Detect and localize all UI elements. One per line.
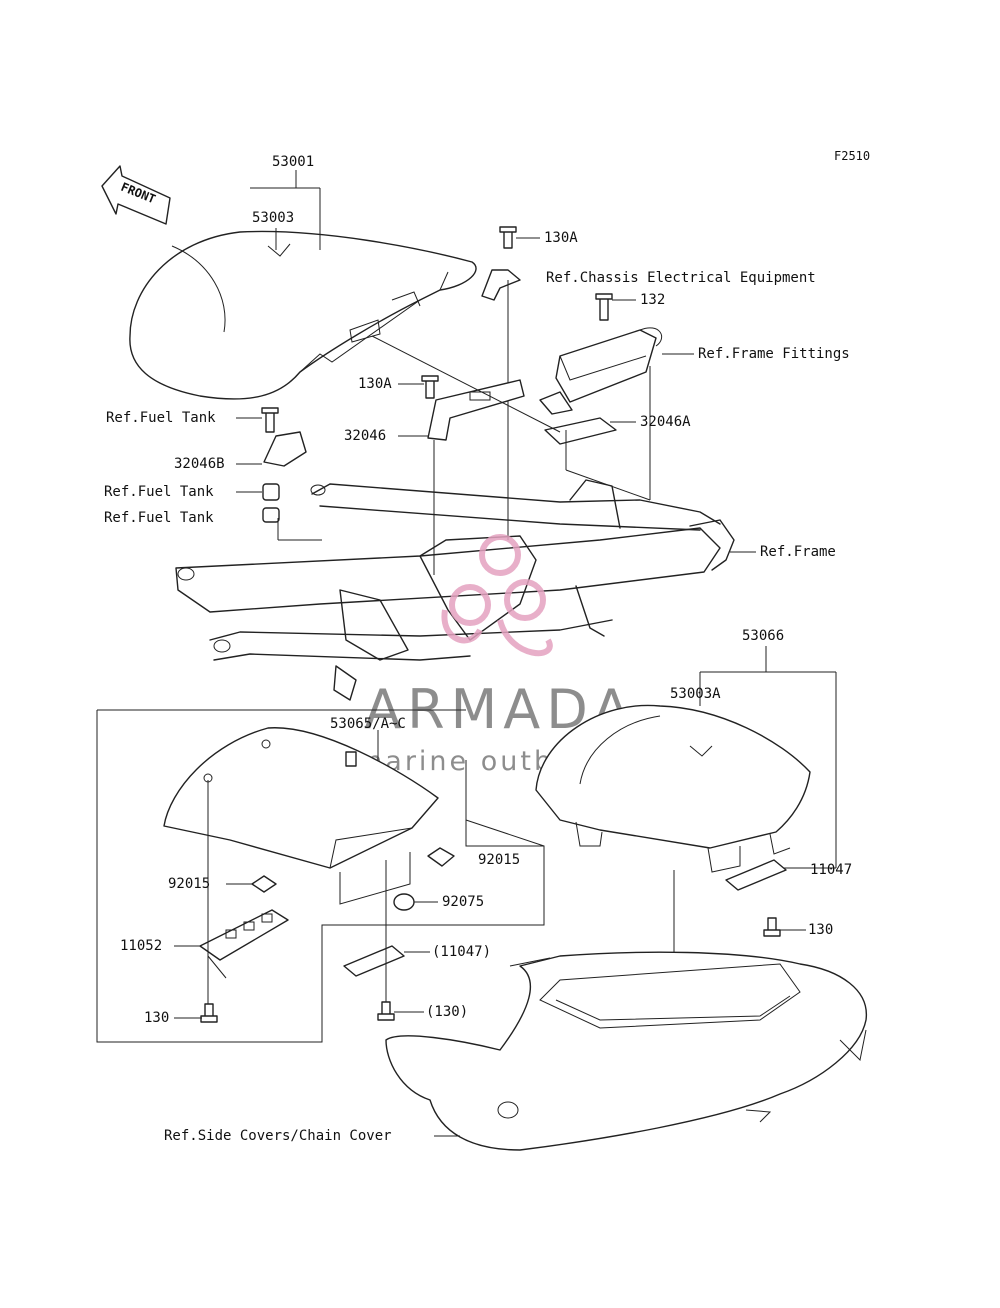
fuel-tank-damper [262, 483, 280, 523]
label-53003: 53003 [252, 210, 294, 226]
label-ref-chassis: Ref.Chassis Electrical Equipment [546, 270, 816, 286]
label-92075: 92075 [442, 894, 484, 910]
label-130A-top: 130A [544, 230, 578, 246]
label-132: 132 [640, 292, 665, 308]
armada-logo-icon [441, 534, 553, 656]
latch-assembly [539, 327, 662, 445]
bolt-130A-mid [421, 375, 439, 399]
seat-cover-53065 [163, 727, 439, 905]
label-53066: 53066 [742, 628, 784, 644]
seat-53001 [129, 230, 477, 400]
label-11047-paren: (11047) [432, 944, 491, 960]
clip-92015-right [427, 847, 455, 867]
leader-lines [174, 170, 837, 1137]
front-arrow-icon: FRONT [101, 165, 171, 225]
label-ref-fuel-tank-3: Ref.Fuel Tank [104, 510, 214, 526]
label-ref-fuel-tank-2: Ref.Fuel Tank [104, 484, 214, 500]
clip-92015-left [251, 875, 277, 893]
rear-frame [175, 479, 735, 701]
bolt-130-paren [377, 1001, 395, 1021]
label-130-paren: (130) [426, 1004, 468, 1020]
label-ref-frame: Ref.Frame [760, 544, 836, 560]
bracket-32046 [427, 379, 525, 575]
label-92015-right: 92015 [478, 852, 520, 868]
seat-guide-line [371, 335, 561, 433]
label-32046A: 32046A [640, 414, 691, 430]
bracket-32046B [263, 431, 307, 467]
label-53001: 53001 [272, 154, 314, 170]
figure-code: F2510 [834, 149, 870, 163]
label-ref-side-covers: Ref.Side Covers/Chain Cover [164, 1128, 392, 1144]
label-32046B: 32046B [174, 456, 225, 472]
callout-labels: F2510 53001 53003 130A Ref.Chassis Elect… [104, 149, 870, 1144]
label-130A-mid: 130A [358, 376, 392, 392]
label-53003A: 53003A [670, 686, 721, 702]
label-92015-left: 92015 [168, 876, 210, 892]
tail-cowl [385, 951, 867, 1151]
label-ref-frame-fittings: Ref.Frame Fittings [698, 346, 850, 362]
seat-53066 [535, 704, 811, 873]
armada-watermark: ARMADA marine outboards [356, 534, 641, 777]
bracket-11047-paren [343, 945, 405, 977]
variant-box [96, 709, 545, 1043]
bolt-130-left [200, 1003, 218, 1023]
label-32046: 32046 [344, 428, 386, 444]
fuel-tank-bolt [261, 407, 279, 433]
bracket-11052 [199, 909, 289, 979]
damper-92075 [393, 893, 415, 911]
label-ref-fuel-tank-1: Ref.Fuel Tank [106, 410, 216, 426]
bracket-11047 [725, 859, 787, 891]
label-130-right: 130 [808, 922, 833, 938]
bolt-130-right [763, 917, 781, 937]
bolt-132 [595, 293, 613, 321]
label-130-left: 130 [144, 1010, 169, 1026]
label-53065: 53065/A~C [330, 716, 406, 732]
bracket-130A-top [481, 226, 521, 540]
label-11052: 11052 [120, 938, 162, 954]
label-11047: 11047 [810, 862, 852, 878]
